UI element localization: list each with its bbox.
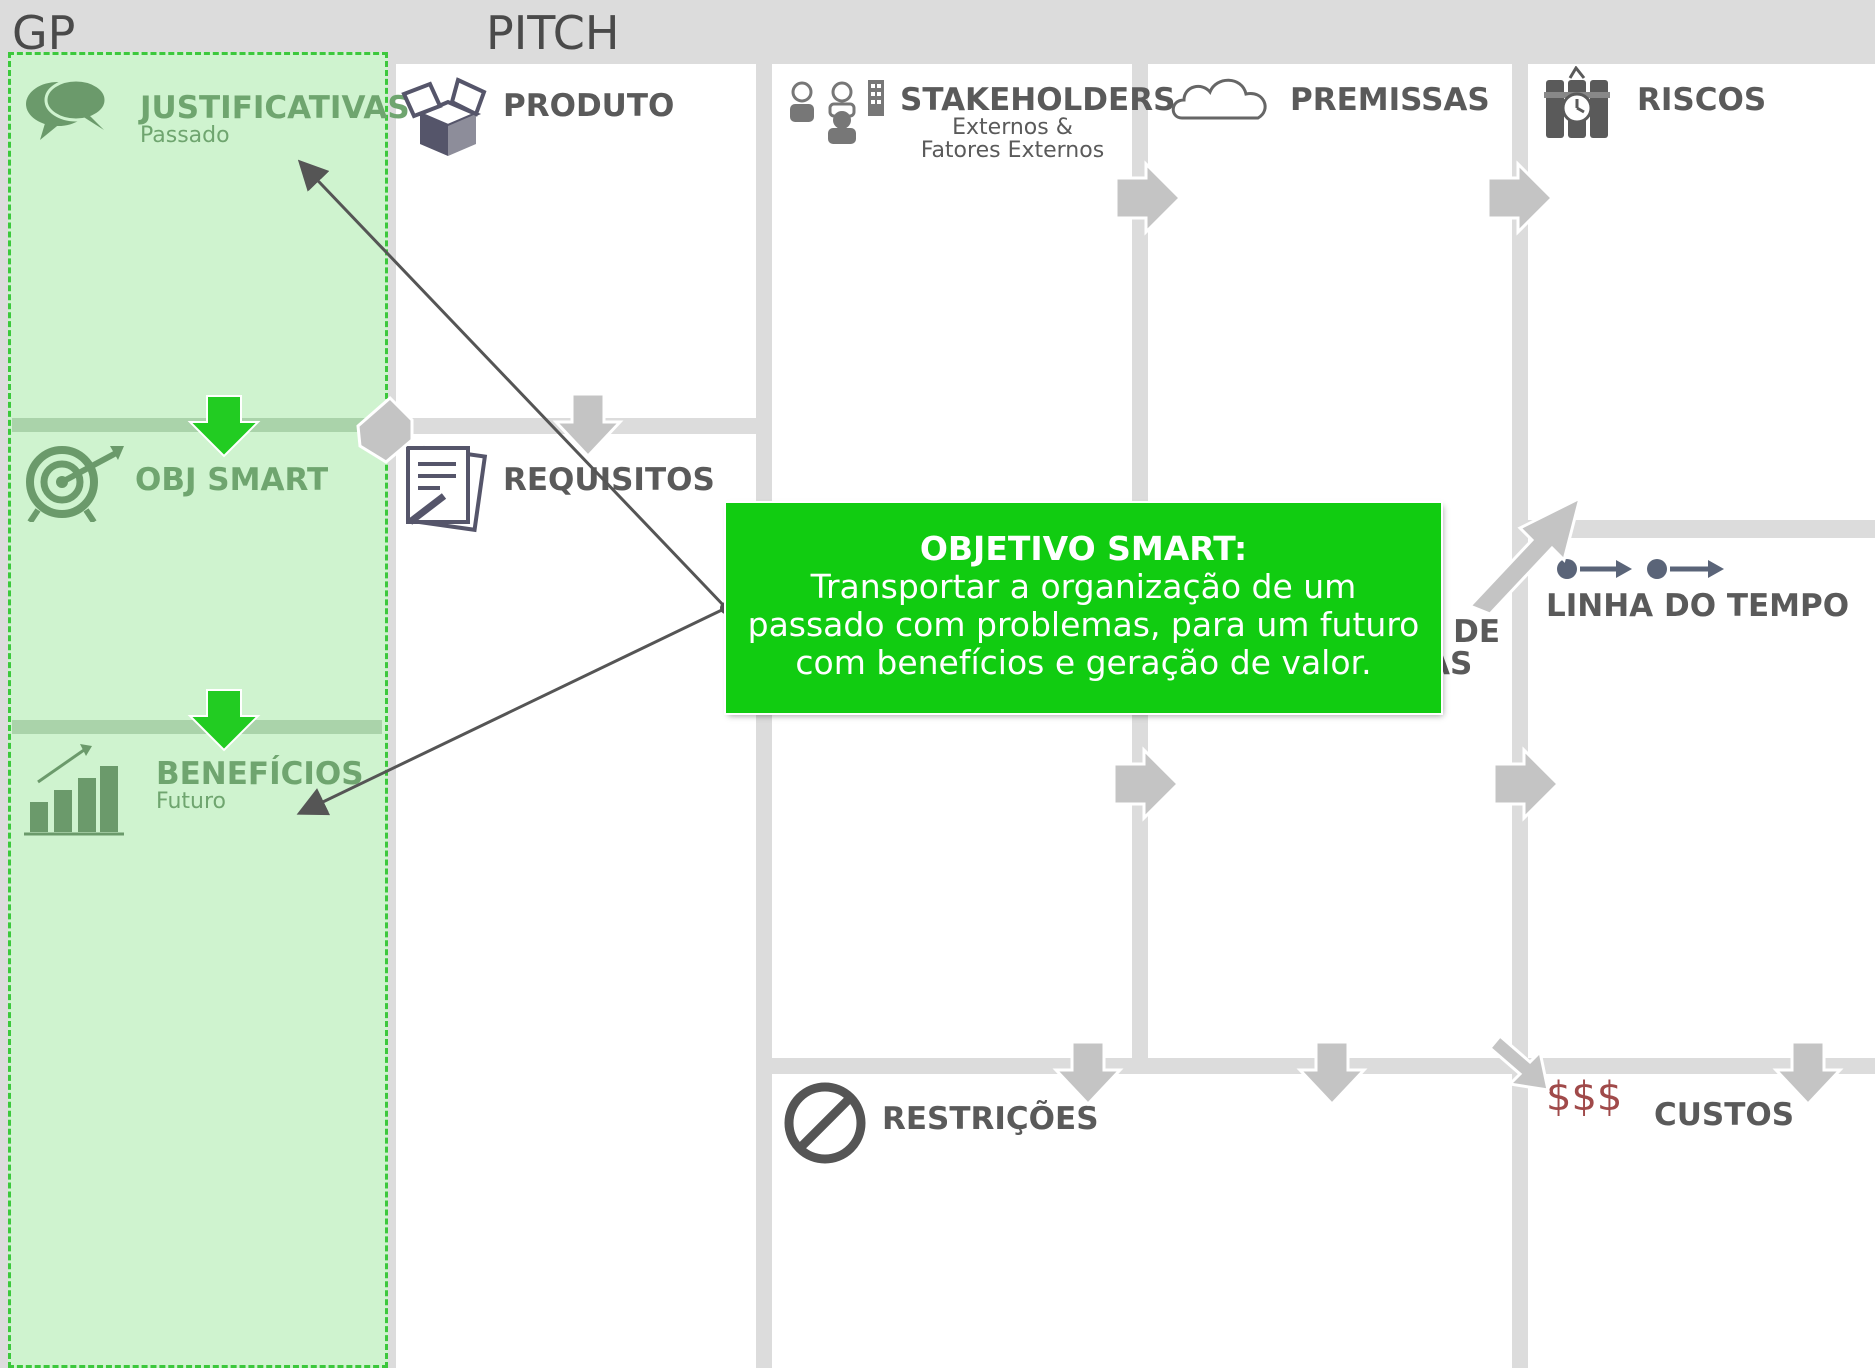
green-down-arrows	[187, 395, 261, 752]
justificativas-subtitle: Passado	[140, 123, 230, 148]
pitch-header: PITCH	[486, 6, 620, 60]
gp-column	[8, 52, 388, 1368]
no-sign-icon	[784, 1082, 866, 1164]
custos-title: CUSTOS	[1654, 1097, 1795, 1133]
gp-header: GP	[12, 6, 76, 60]
stakeholders-subtitle-2: Fatores Externos	[920, 138, 1105, 163]
bomb-timer-icon	[1544, 66, 1610, 138]
bar-chart-icon	[24, 744, 124, 836]
target-icon	[26, 446, 124, 522]
stakeholders-title: STAKEHOLDERS	[900, 82, 1176, 118]
beneficios-subtitle: Futuro	[156, 789, 226, 814]
dollar-icon-text: $$$	[1546, 1074, 1623, 1120]
gray-arrows	[356, 160, 1844, 1107]
panel-linha-do-tempo[interactable]	[1528, 538, 1875, 1058]
beneficios-title: BENEFÍCIOS	[156, 756, 364, 792]
cloud-icon	[1171, 78, 1267, 120]
people-building-icon	[790, 80, 884, 144]
produto-title: PRODUTO	[503, 88, 675, 124]
callout-line-3: com benefícios e geração de valor.	[795, 643, 1372, 682]
dollar-icon: $$$	[1546, 1074, 1622, 1120]
document-pen-icon	[406, 445, 488, 533]
premissas-title: PREMISSAS	[1290, 82, 1490, 118]
callout-line-2: passado com problemas, para um futuro	[747, 605, 1420, 644]
justificativas-title: JUSTIFICATIVAS	[140, 90, 410, 126]
panel-riscos[interactable]	[1528, 64, 1875, 520]
riscos-title: RISCOS	[1637, 82, 1767, 118]
box-icon	[401, 77, 487, 156]
panel-requisitos[interactable]	[396, 434, 756, 1368]
timeline-icon	[1557, 559, 1724, 579]
objetivo-smart-callout[interactable]: OBJETIVO SMART: Transportar a organizaçã…	[726, 503, 1441, 713]
callout-title: OBJETIVO SMART:	[919, 529, 1248, 568]
obj-smart-title: OBJ SMART	[135, 462, 329, 498]
restricoes-title: RESTRIÇÕES	[882, 1101, 1099, 1137]
stakeholders-subtitle-1: Externos &	[952, 115, 1073, 140]
callout-line-1: Transportar a organização de um	[810, 567, 1357, 606]
requisitos-title: REQUISITOS	[503, 462, 715, 498]
panel-restricoes[interactable]	[772, 1074, 1512, 1368]
linha-do-tempo-title: LINHA DO TEMPO	[1546, 588, 1850, 624]
speech-bubbles-icon	[26, 78, 108, 140]
panel-custos[interactable]	[1528, 1074, 1875, 1368]
gp-divider	[12, 720, 382, 734]
